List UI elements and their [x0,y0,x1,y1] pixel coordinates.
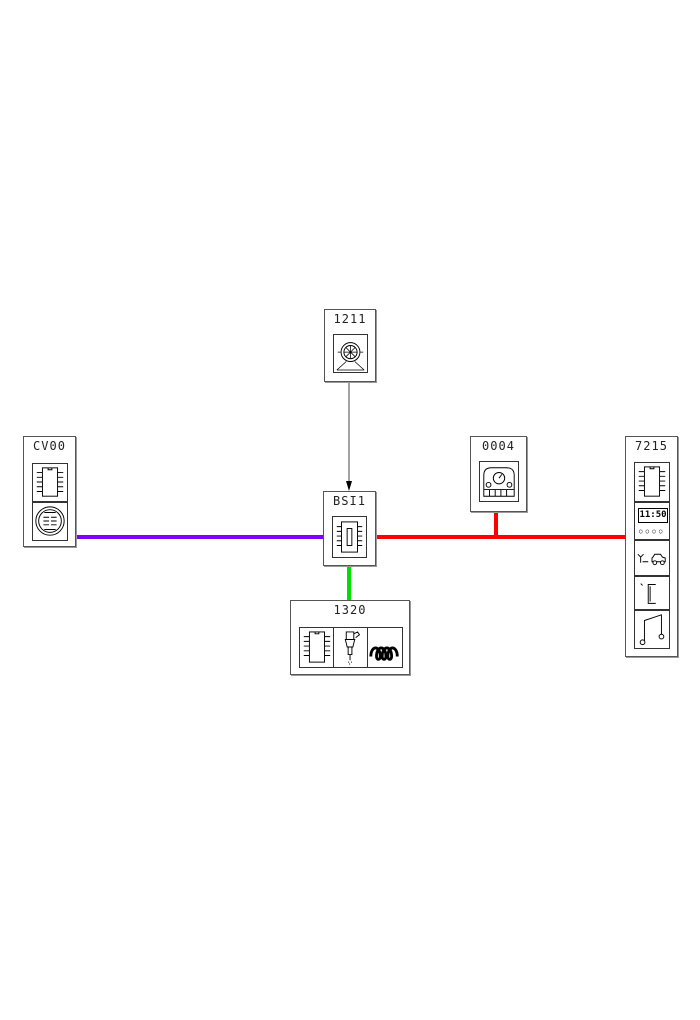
node-label: CV00 [33,439,66,453]
node-0004[interactable]: 0004 [470,436,527,512]
node-1320[interactable]: 1320 [290,600,410,675]
node-bsi1[interactable]: BSI1 [323,491,376,566]
ecu-chip-icon [634,462,670,502]
node-label: BSI1 [333,494,366,508]
music-note-icon [634,610,670,649]
clock-display-text: 11:50 [638,508,668,523]
node-1211[interactable]: 1211 [324,309,376,382]
switch-panel-icon [32,502,68,541]
steering-wheel-icon [333,334,368,373]
instrument-cluster-icon [479,461,519,502]
clock-buttons: ○○○○ [639,528,666,535]
arrow-head [346,481,352,491]
node-label: 1320 [333,603,367,617]
injector-icon [333,627,368,668]
node-label: 1211 [333,312,367,326]
coil-icon [367,627,403,668]
node-label: 0004 [482,439,515,453]
tow-vehicle-icon [634,540,670,576]
ecu-chip-icon [299,627,334,668]
clock-display-icon: 11:50 ○○○○ [634,502,670,540]
node-label: 7215 [635,439,668,453]
node-7215[interactable]: 7215 11:50 ○○○○ [625,436,678,657]
node-cv00[interactable]: CV00 [23,436,76,547]
bracket-icon [634,576,670,610]
ecu-chip-icon [332,516,367,558]
ecu-chip-icon [32,463,68,502]
